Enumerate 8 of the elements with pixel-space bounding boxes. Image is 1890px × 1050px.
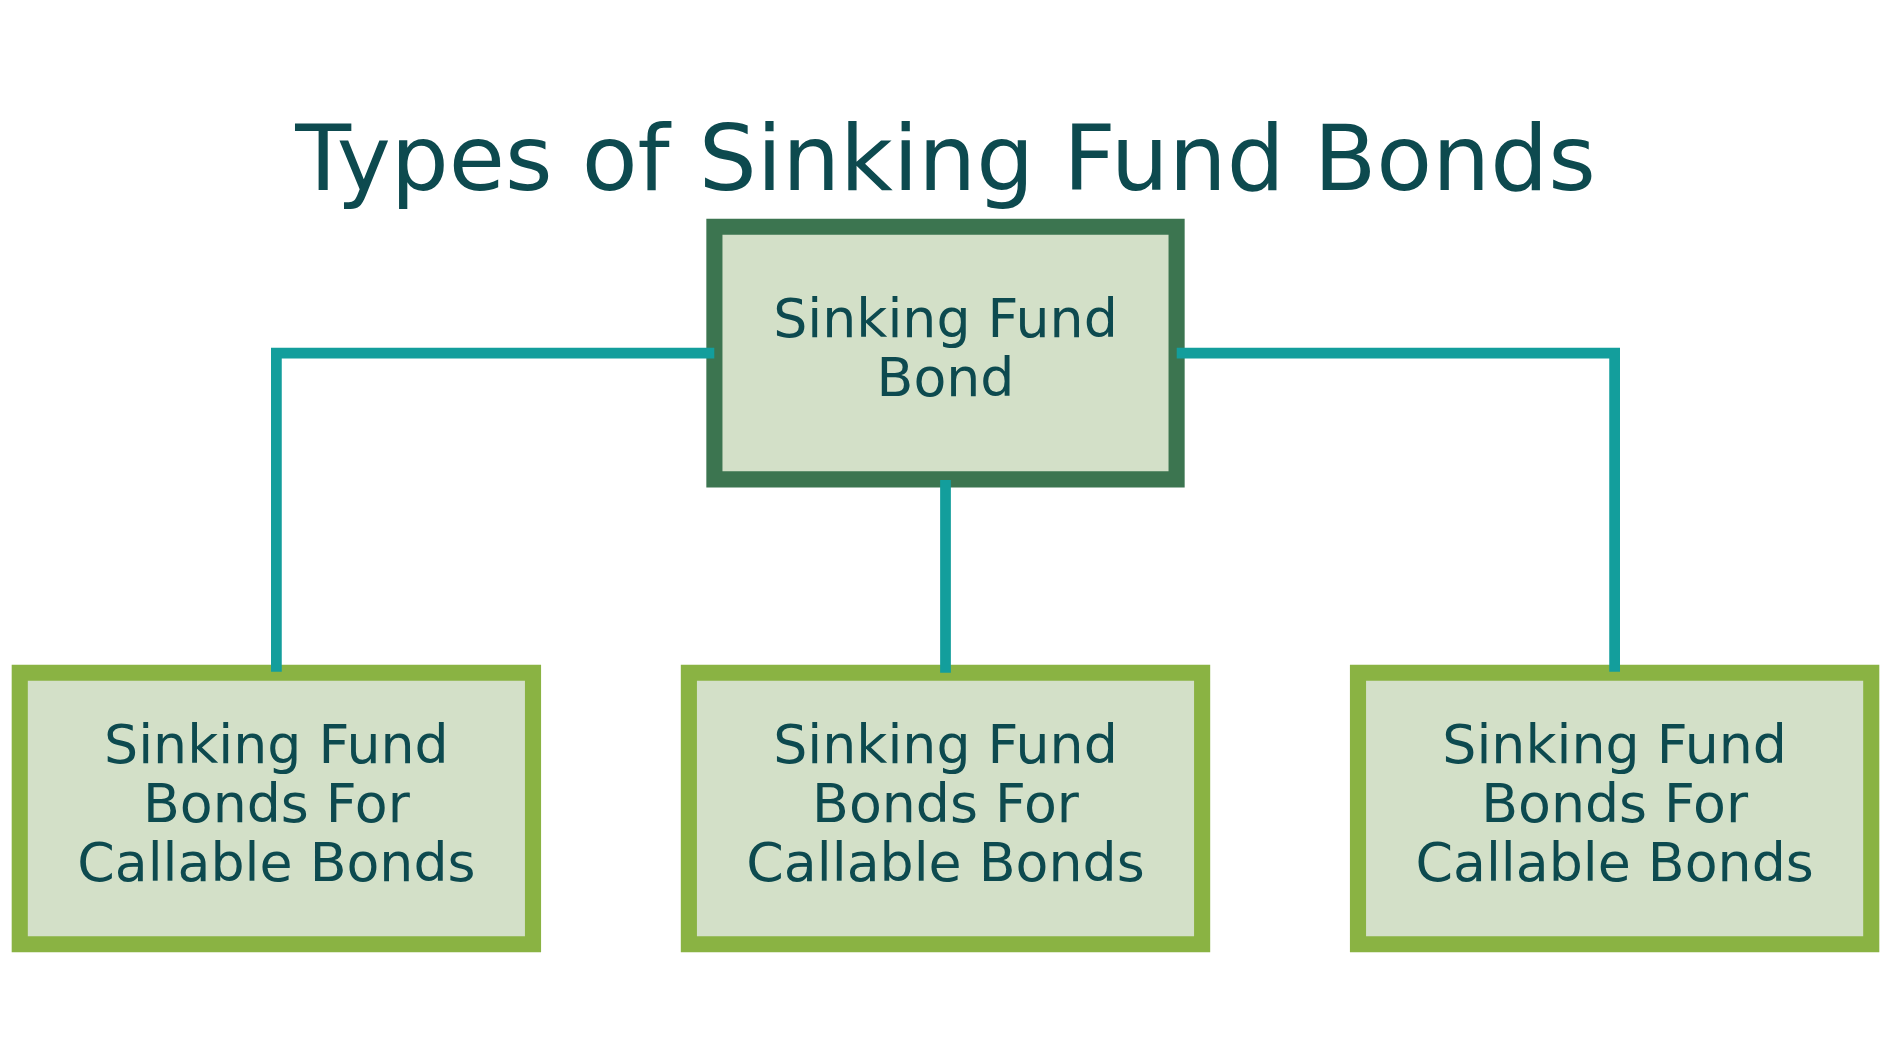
connector <box>939 479 951 673</box>
diagram-title: Types of Sinking Fund Bonds <box>294 104 1596 212</box>
connector <box>270 347 714 672</box>
node-box: Sinking Fund Bond <box>705 218 1185 488</box>
node-box: Sinking Fund Bonds For Callable Bonds <box>1349 664 1879 953</box>
connector <box>1176 347 1620 672</box>
node-box: Sinking Fund Bonds For Callable Bonds <box>11 664 541 953</box>
node-box: Sinking Fund Bonds For Callable Bonds <box>680 664 1210 953</box>
